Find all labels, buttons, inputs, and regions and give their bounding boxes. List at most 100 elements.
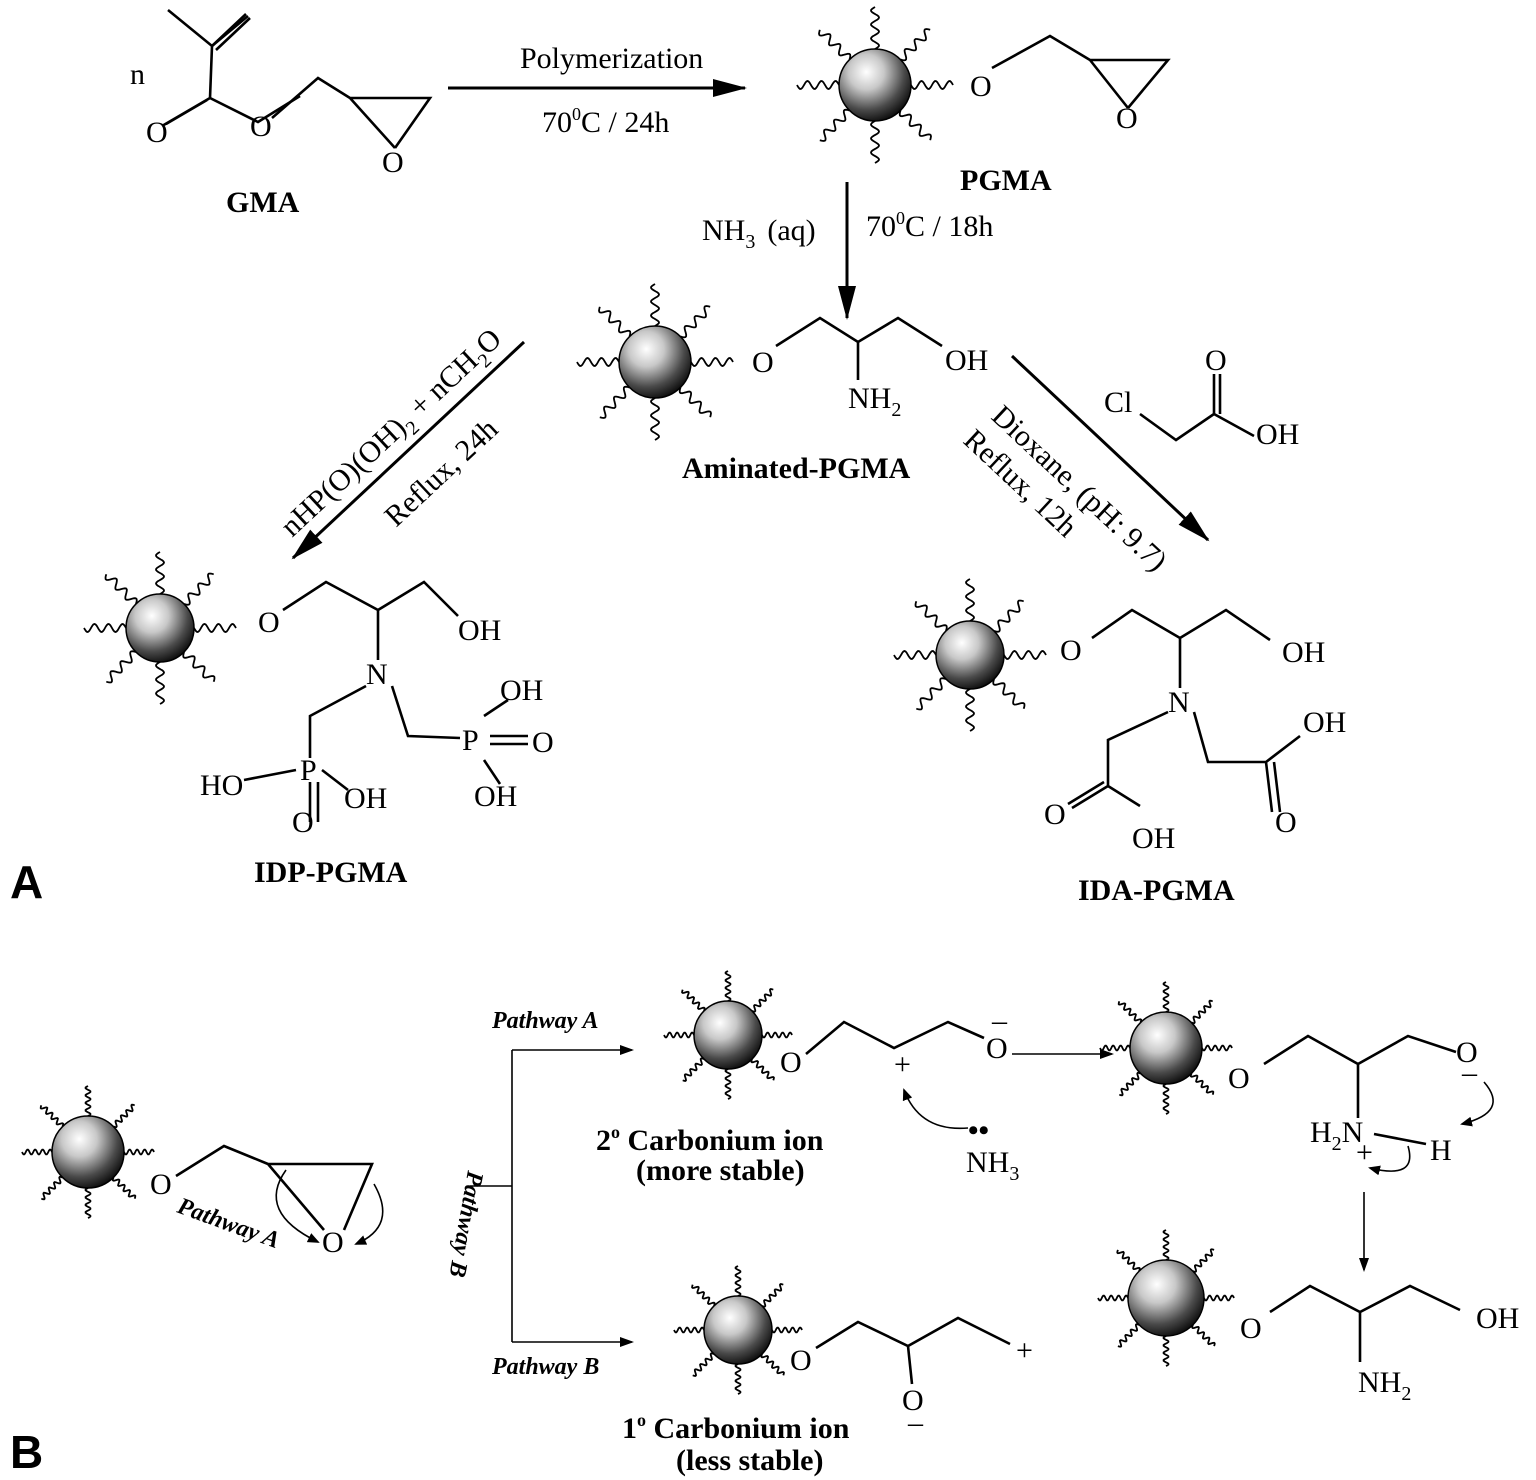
carbo2-particle bbox=[663, 970, 793, 1100]
branch-pathway-b: Pathway B bbox=[491, 1354, 599, 1380]
polymer-chain bbox=[692, 1352, 715, 1377]
polymer-chain bbox=[650, 397, 660, 441]
polymer-chain bbox=[83, 623, 127, 633]
polymer-chain bbox=[910, 80, 954, 90]
polymer-chain bbox=[761, 1283, 784, 1308]
pgma-ether-o: O bbox=[970, 70, 992, 103]
polymer-chain bbox=[796, 80, 840, 90]
secondary-carbonium: O O – + 2o Carbonium ion (more stable) bbox=[596, 970, 1008, 1187]
step2-reagent: NH3(aq) bbox=[702, 214, 816, 253]
ida-particle bbox=[893, 578, 1047, 732]
polymer-chain bbox=[1116, 1249, 1141, 1272]
polymer-chain bbox=[965, 688, 975, 732]
polymer-chain bbox=[900, 28, 931, 62]
polymer-sphere bbox=[51, 1115, 125, 1189]
step1-reagent: Polymerization bbox=[520, 42, 703, 75]
carbo2-line1: 2o Carbonium ion bbox=[596, 1122, 824, 1157]
aminated-pgma-structure: O OH NH2 Aminated-PGMA bbox=[576, 283, 988, 485]
idp-p1-ho: HO bbox=[200, 769, 243, 802]
aminated-o: O bbox=[752, 346, 774, 379]
polymer-chain bbox=[155, 551, 165, 595]
polymer-chain bbox=[771, 1326, 803, 1334]
polymer-chain bbox=[84, 1085, 92, 1117]
polymer-chain bbox=[111, 1177, 137, 1199]
aminated-nh2: NH2 bbox=[848, 382, 901, 421]
amination-arrow: NH3(aq) 700C / 18h bbox=[702, 182, 993, 320]
start-ether-o: O bbox=[150, 1168, 172, 1201]
polymer-chain bbox=[750, 1058, 775, 1081]
gma-n: n bbox=[130, 58, 145, 91]
inter-plus: + bbox=[1356, 1136, 1373, 1169]
carbo2-line2: (more stable) bbox=[636, 1154, 805, 1187]
panel-a-label: A bbox=[10, 856, 43, 908]
aminated-product: O OH NH2 bbox=[1097, 1229, 1519, 1405]
ammonia: •• NH3 bbox=[966, 1114, 1019, 1185]
product-o: O bbox=[1240, 1312, 1262, 1345]
gma-epoxide-o: O bbox=[382, 146, 404, 179]
carbo2-o-minus: O bbox=[986, 1032, 1008, 1065]
polymer-chain bbox=[41, 1175, 63, 1201]
idp-o: O bbox=[258, 606, 280, 639]
inter-o-minus: O bbox=[1456, 1036, 1478, 1069]
polymer-chain bbox=[1191, 1324, 1216, 1347]
product-oh: OH bbox=[1476, 1302, 1519, 1335]
polymer-chain bbox=[681, 989, 706, 1012]
polymer-chain bbox=[1117, 1323, 1140, 1348]
polymer-sphere bbox=[838, 48, 912, 122]
polymer-chain bbox=[760, 1353, 785, 1376]
polymer-chain bbox=[599, 385, 630, 419]
polymer-sphere bbox=[1129, 1011, 1203, 1085]
polymer-chain bbox=[993, 599, 1024, 633]
start-particle bbox=[21, 1085, 155, 1219]
ida-right-o: O bbox=[1275, 806, 1297, 839]
chloroacetic-acid: Cl O OH bbox=[1104, 344, 1299, 451]
idp-p2-oh2: OH bbox=[474, 780, 517, 813]
ida-pgma-structure: O OH N OH O O OH IDA-PGMA bbox=[893, 578, 1346, 907]
polymer-chain bbox=[39, 1105, 65, 1127]
polymer-chain bbox=[113, 1103, 135, 1129]
carbo2-minus: – bbox=[991, 1004, 1008, 1037]
polymer-chain bbox=[1203, 1294, 1235, 1302]
polymer-chain bbox=[1191, 999, 1213, 1025]
polymer-chain bbox=[734, 1363, 742, 1395]
carbo1-o: O bbox=[790, 1344, 812, 1377]
carbo1-line1: 1o Carbonium ion bbox=[622, 1410, 850, 1445]
polymer-chain bbox=[678, 387, 712, 418]
polymer-chain bbox=[870, 120, 880, 164]
polymer-chain bbox=[598, 306, 632, 337]
step2-conditions: 700C / 18h bbox=[866, 208, 993, 243]
polymer-chain bbox=[898, 110, 932, 141]
nh3-lone-pair: •• bbox=[968, 1114, 989, 1147]
polymer-chain bbox=[1162, 1229, 1170, 1261]
aminated-name: Aminated-PGMA bbox=[682, 452, 911, 485]
idp-p2-oh: OH bbox=[500, 674, 543, 707]
inter-minus: – bbox=[1461, 1056, 1478, 1089]
polymer-sphere bbox=[618, 325, 692, 399]
pgma-name: PGMA bbox=[960, 164, 1052, 197]
branch-pathway-a: Pathway A bbox=[491, 1008, 598, 1034]
polymer-sphere bbox=[1127, 1259, 1205, 1337]
inter-o: O bbox=[1228, 1062, 1250, 1095]
polymer-chain bbox=[914, 601, 948, 632]
start-pathway-b: Pathway B bbox=[443, 1168, 487, 1279]
polymer-chain bbox=[1119, 1071, 1141, 1097]
polymer-chain bbox=[1162, 981, 1170, 1013]
chloroacetic-oh: OH bbox=[1256, 418, 1299, 451]
polymer-sphere bbox=[703, 1295, 773, 1365]
idp-name: IDP-PGMA bbox=[254, 856, 408, 889]
ida-right-oh: OH bbox=[1303, 706, 1346, 739]
polymer-chain bbox=[1117, 1001, 1143, 1023]
polymer-chain bbox=[761, 1031, 793, 1039]
gma-ester-o: O bbox=[250, 110, 272, 143]
polymer-chain bbox=[724, 1068, 732, 1100]
gma-carbonyl-o: O bbox=[146, 116, 168, 149]
polymer-chain bbox=[691, 1284, 716, 1307]
gma-structure: n O O O GMA bbox=[130, 8, 433, 219]
chloroacetic-o: O bbox=[1205, 344, 1227, 377]
pgma-particle bbox=[796, 6, 954, 164]
polymer-chain bbox=[819, 108, 850, 142]
idp-oh: OH bbox=[458, 614, 501, 647]
product-particle bbox=[1097, 1229, 1235, 1367]
carbo2-plus: + bbox=[894, 1048, 911, 1081]
polymer-chain bbox=[734, 1265, 742, 1297]
